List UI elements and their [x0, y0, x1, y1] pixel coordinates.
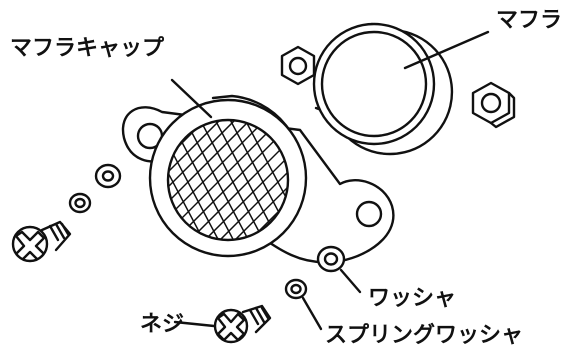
muffler	[312, 22, 454, 156]
washer-right	[316, 245, 346, 273]
label-spring-washer: スプリングワッシャ	[325, 323, 524, 348]
label-muffler-cap: マフラキャップ	[10, 36, 165, 61]
spring-washer-right	[284, 278, 308, 300]
hex-nut-right	[471, 81, 516, 129]
hex-nut-left	[280, 45, 316, 86]
leader-line-cap	[170, 78, 213, 119]
left-spring-washer	[68, 192, 92, 214]
leader-line-screw	[173, 320, 216, 328]
leader-line-spring-washer	[301, 296, 323, 331]
label-muffler: マフラ	[496, 8, 563, 33]
leader-line-muffler	[403, 30, 490, 70]
leader-line-washer	[339, 268, 362, 294]
left-washer-1	[94, 163, 122, 189]
screw-left	[11, 220, 72, 263]
screw-bottom	[213, 304, 272, 344]
label-screw: ネジ	[140, 312, 185, 337]
label-washer: ワッシャ	[368, 286, 457, 311]
